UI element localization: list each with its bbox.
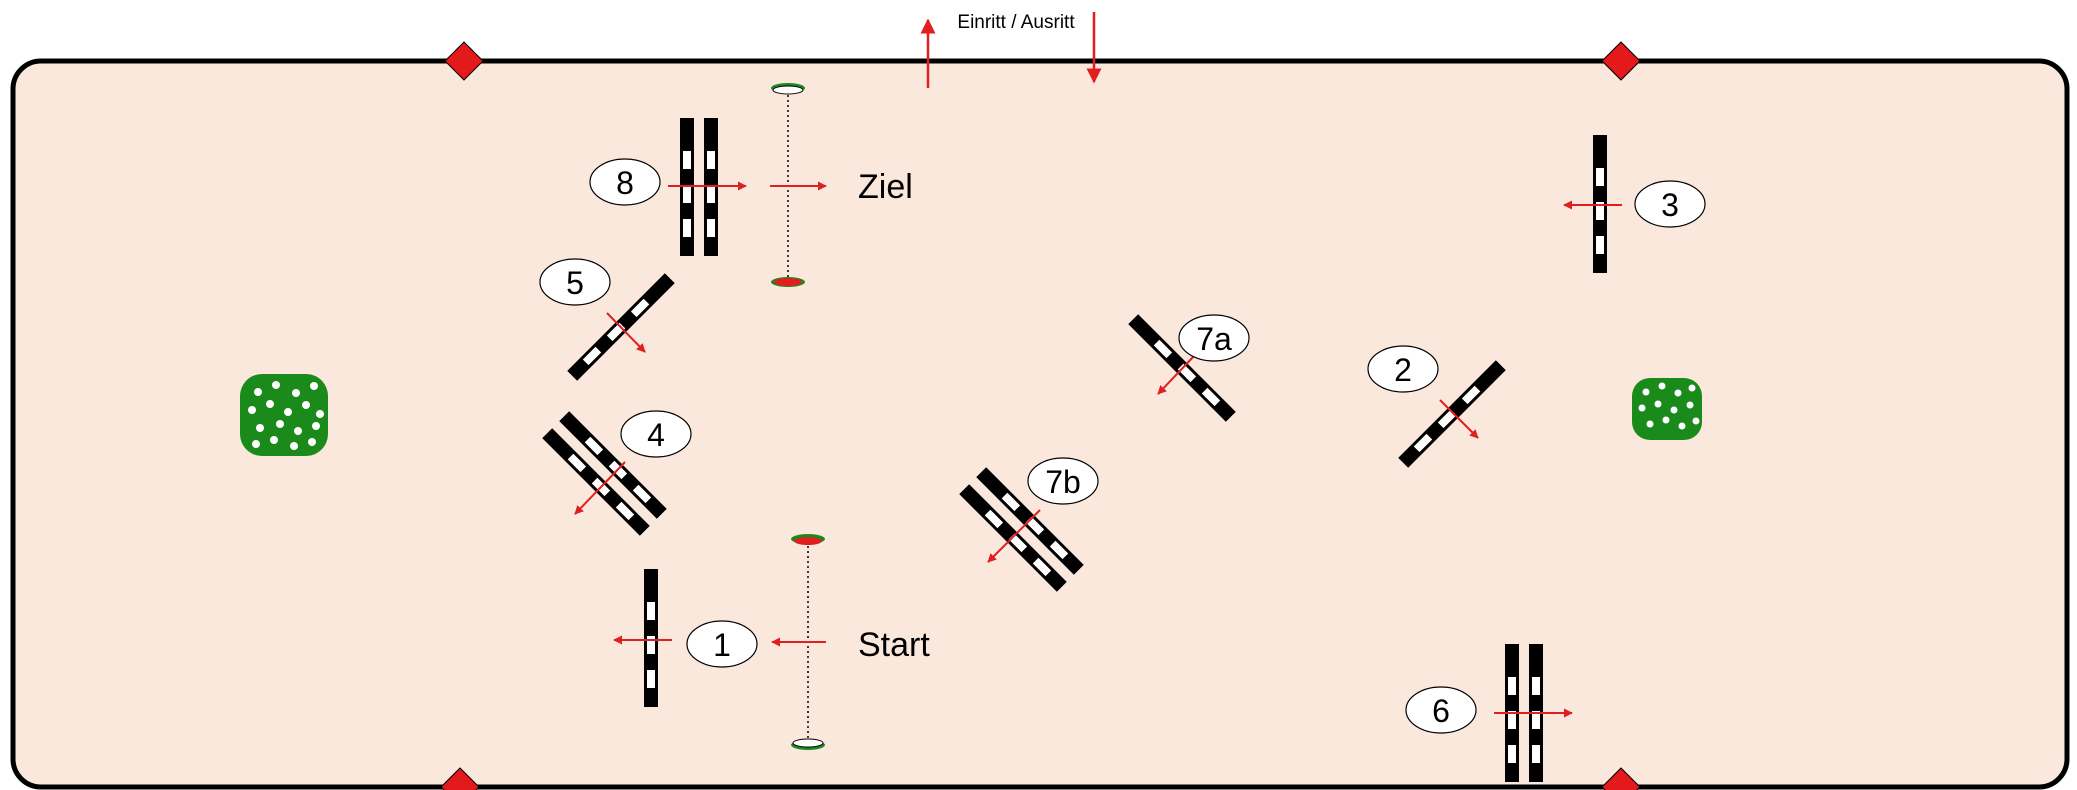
- entrance-arrows: [920, 12, 1102, 88]
- jump-5: 5: [539, 258, 675, 381]
- finish-label: Ziel: [858, 168, 913, 206]
- jump-7a: 7a: [1128, 314, 1250, 422]
- start-line: [771, 534, 826, 750]
- marker-bottom-left: [440, 767, 480, 790]
- flower-bed-left: [240, 374, 328, 456]
- flower-bed-right: [1632, 378, 1702, 440]
- jump-4-number: 4: [647, 417, 665, 453]
- jump-2: 2: [1367, 345, 1506, 468]
- jump-3: 3: [1563, 135, 1706, 273]
- jump-8-number: 8: [616, 165, 634, 201]
- jump-1: 1: [613, 569, 758, 707]
- jump-1-number: 1: [713, 627, 731, 663]
- jump-7b: 7b: [959, 457, 1099, 592]
- jump-5-number: 5: [566, 265, 584, 301]
- jump-6: 6: [1405, 644, 1573, 782]
- jump-8: 8: [589, 118, 747, 256]
- jump-7b-number: 7b: [1045, 464, 1081, 500]
- jump-3-number: 3: [1661, 187, 1679, 223]
- marker-top-right: [1601, 41, 1641, 81]
- arena-markers: [440, 41, 1641, 790]
- jump-2-number: 2: [1394, 352, 1412, 388]
- start-label: Start: [858, 626, 930, 664]
- jump-7a-number: 7a: [1196, 321, 1232, 357]
- marker-top-left: [444, 41, 484, 81]
- marker-bottom-right: [1601, 767, 1641, 790]
- entrance-label: Einritt / Ausritt: [957, 12, 1075, 33]
- finish-line: [770, 83, 827, 287]
- arena: [10, 58, 2070, 790]
- jump-6-number: 6: [1432, 693, 1450, 729]
- jump-4: 4: [542, 410, 692, 536]
